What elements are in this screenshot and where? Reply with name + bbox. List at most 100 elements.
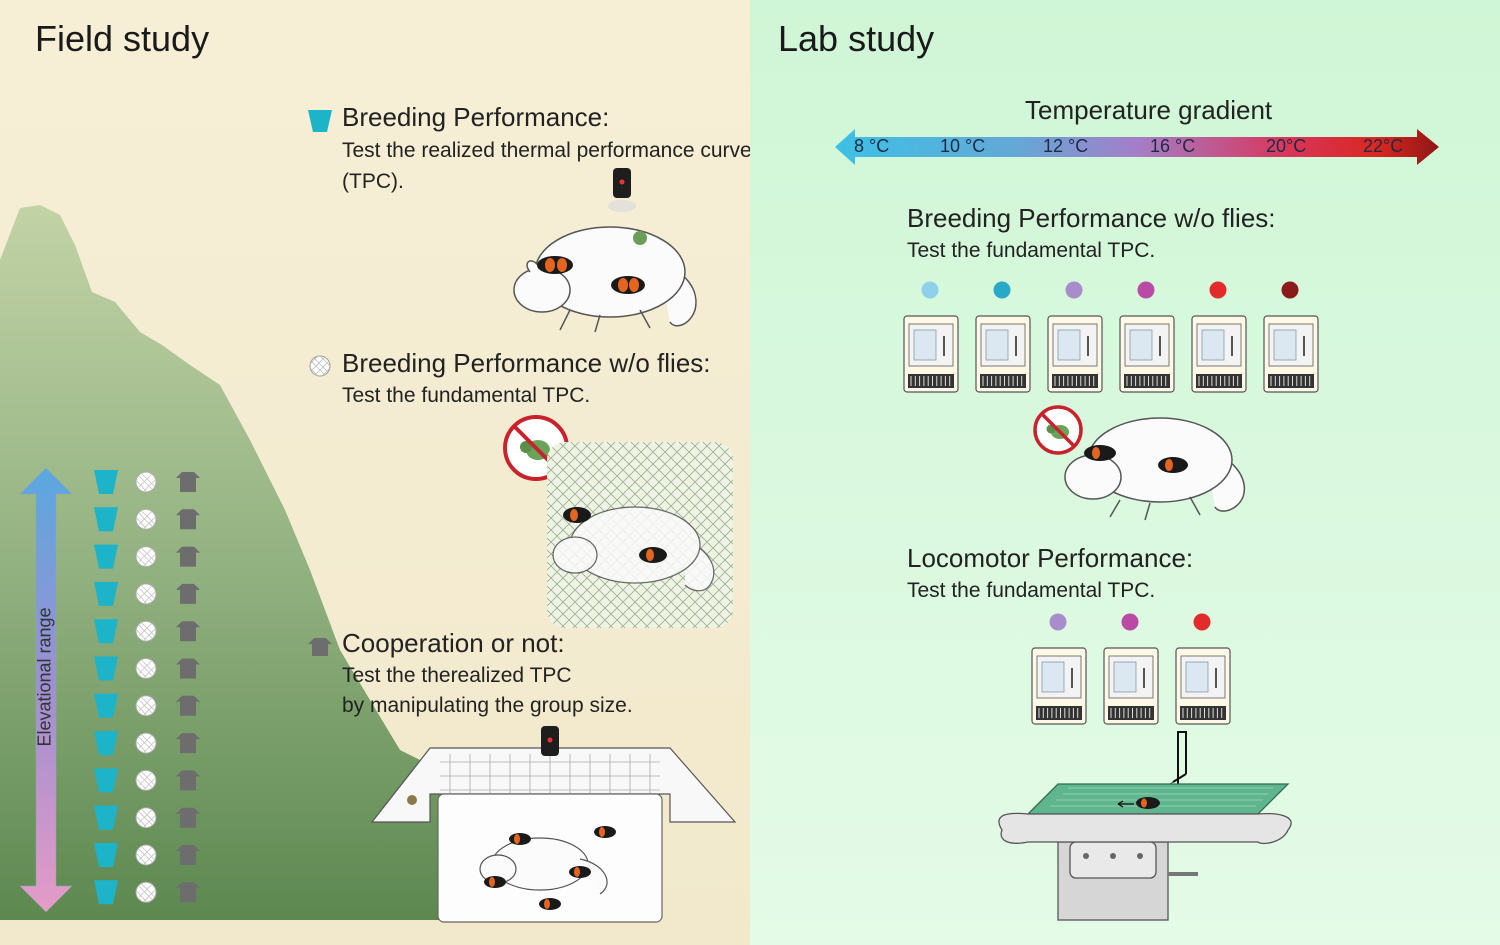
- cup-icon: [94, 507, 118, 532]
- breeding-performance-desc-1: Test the realized thermal performance cu…: [342, 139, 752, 162]
- cooperation-title: Cooperation or not:: [342, 628, 565, 658]
- mesh-hatch: [136, 771, 156, 790]
- incubator-icon: [903, 315, 959, 393]
- mesh-hatch: [136, 696, 156, 716]
- temperature-tick: 12 °C: [1043, 136, 1089, 156]
- cup-icon: [94, 731, 118, 756]
- mesh-circle-icon: [135, 508, 157, 530]
- lab-study-title: Lab study: [778, 18, 935, 59]
- mesh-circle-icon: [135, 732, 157, 754]
- netted-mouse-illustration: [547, 442, 733, 628]
- mesh-circle-icon: [135, 620, 157, 642]
- mesh-hatch: [136, 883, 156, 902]
- camera-icon: [608, 168, 636, 212]
- mesh-hatch: [136, 845, 156, 865]
- incubator-icon: [1103, 647, 1159, 725]
- lab-breeding-noflies-title: Breeding Performance w/o flies:: [907, 203, 1276, 233]
- mesh-circle-icon: [309, 355, 331, 377]
- mesh-circle-icon: [135, 807, 157, 829]
- mouse-with-beetles-illustration: [513, 226, 697, 333]
- mesh-hatch: [136, 472, 156, 492]
- temperature-dot: [1049, 613, 1067, 631]
- mesh-circle-icon: [135, 844, 157, 866]
- tent-icon: [176, 472, 200, 492]
- temperature-tick: 16 °C: [1150, 136, 1196, 156]
- cup-icon: [94, 768, 118, 793]
- cooperation-desc-1: Test the therealized TPC: [342, 664, 572, 687]
- locomotor-performance-desc: Test the fundamental TPC.: [907, 579, 1156, 602]
- mesh-circle-icon: [135, 471, 157, 493]
- elevational-range-label: Elevational range: [34, 607, 55, 747]
- treatment-icon-grid: [94, 470, 200, 905]
- incubator-row: [1031, 613, 1231, 725]
- incubator-icon: [1191, 315, 1247, 393]
- treadmill-illustration: [998, 731, 1292, 921]
- temperature-gradient-arrow: [835, 129, 1439, 165]
- tent-icon: [176, 770, 200, 791]
- temperature-gradient-title: Temperature gradient: [1025, 95, 1273, 125]
- tent-icon: [176, 583, 200, 604]
- mesh-hatch: [136, 659, 156, 678]
- tent-icon: [176, 509, 200, 530]
- cup-icon: [94, 581, 118, 606]
- temperature-dot: [1137, 281, 1155, 299]
- tent-icon: [176, 695, 200, 716]
- field-study-panel: Field study Elevational range Breeding P…: [0, 0, 752, 945]
- mesh-hatch: [136, 808, 156, 827]
- tent-icon: [176, 845, 200, 865]
- mesh-hatch: [136, 733, 156, 753]
- temperature-dot: [1209, 281, 1227, 299]
- temperature-dot: [993, 281, 1011, 299]
- incubator-icon: [1047, 315, 1103, 393]
- incubator-icon: [1119, 315, 1175, 393]
- temperature-tick: 22°C: [1363, 136, 1404, 156]
- mesh-circle-icon: [135, 546, 157, 568]
- mesh-circle-icon: [135, 583, 157, 605]
- mesh-circle-icon: [135, 658, 157, 679]
- mesh-circle-icon: [135, 695, 157, 717]
- incubator-row: [903, 281, 1319, 393]
- incubator-icon: [975, 315, 1031, 393]
- camera-icon: [541, 726, 559, 756]
- temperature-dot: [1065, 281, 1083, 299]
- tent-icon: [176, 621, 200, 642]
- tent-icon: [176, 807, 200, 828]
- mesh-hatch: [136, 621, 156, 641]
- temperature-dot: [1121, 613, 1139, 631]
- elevation-arrow: [19, 467, 73, 913]
- breeding-noflies-desc: Test the fundamental TPC.: [342, 384, 591, 407]
- breeding-noflies-title: Breeding Performance w/o flies:: [342, 348, 711, 378]
- incubator-icon: [1031, 647, 1087, 725]
- temperature-tick: 8 °C: [854, 136, 890, 156]
- cup-icon: [94, 843, 118, 867]
- tent-icon: [176, 733, 200, 754]
- mesh-hatch: [136, 584, 156, 604]
- mesh-circle-icon: [135, 881, 157, 903]
- cup-icon: [94, 693, 118, 718]
- lab-study-panel: Lab study Temperature gradient 8 °C 10 °…: [750, 0, 1500, 945]
- cooperation-desc-2: by manipulating the group size.: [342, 694, 633, 717]
- lab-breeding-noflies-desc: Test the fundamental TPC.: [907, 239, 1156, 262]
- cup-icon: [94, 656, 118, 681]
- tent-icon: [176, 882, 200, 903]
- mesh-hatch: [136, 510, 156, 529]
- breeding-performance-desc-2: (TPC).: [342, 170, 404, 193]
- cup-icon: [94, 470, 118, 494]
- enclosure-illustration: [370, 747, 737, 923]
- cup-icon: [94, 880, 118, 905]
- incubator-icon: [1263, 315, 1319, 393]
- temperature-tick: 20°C: [1266, 136, 1307, 156]
- cup-icon: [308, 110, 332, 132]
- lab-mouse-illustration: [1064, 417, 1246, 521]
- breeding-performance-title: Breeding Performance:: [342, 102, 610, 132]
- temperature-dot: [921, 281, 939, 299]
- tent-icon: [308, 638, 332, 656]
- tent-icon: [176, 546, 200, 567]
- temperature-dot: [1193, 613, 1211, 631]
- locomotor-performance-title: Locomotor Performance:: [907, 543, 1194, 573]
- no-fly-sign-icon: [1033, 405, 1083, 455]
- mesh-circle-icon: [135, 769, 157, 791]
- temperature-tick: 10 °C: [940, 136, 986, 156]
- tent-icon: [176, 658, 200, 679]
- incubator-icon: [1175, 647, 1231, 725]
